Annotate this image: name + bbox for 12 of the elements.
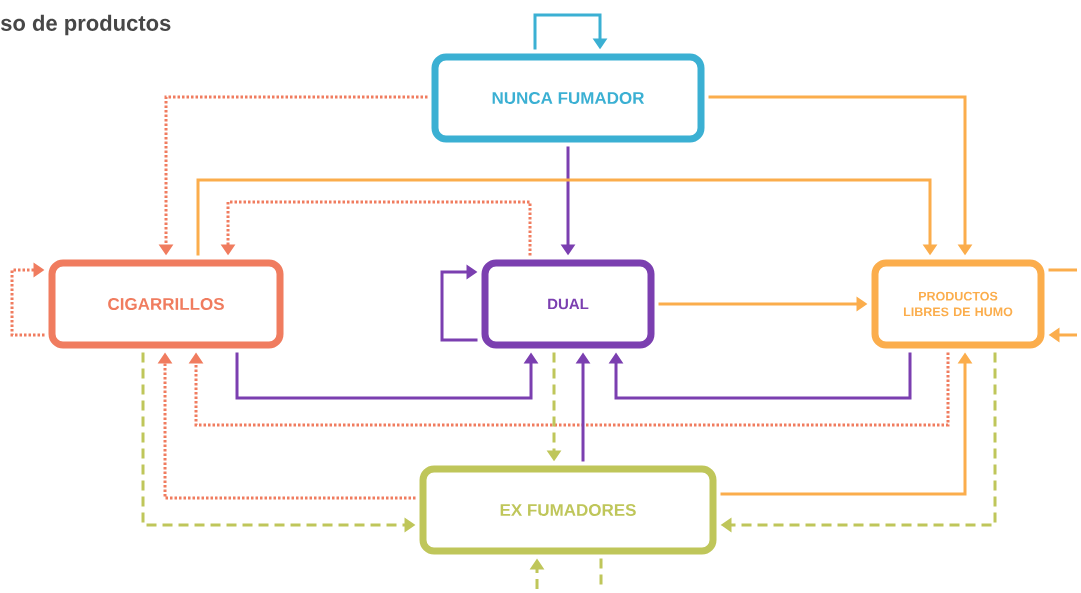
title: so de productos — [1, 14, 171, 36]
state-box: EX FUMADORES — [419, 465, 717, 555]
arrow — [533, 13, 608, 50]
arrow — [608, 352, 912, 400]
arrow — [188, 352, 950, 427]
arrow — [196, 178, 938, 256]
arrow — [440, 264, 478, 342]
arrow — [10, 262, 45, 337]
state-box: CIGARRILLOS — [48, 259, 284, 349]
state-box: NUNCA FUMADOR — [431, 53, 705, 143]
state-box: PRODUCTOS LIBRES DE HUMO — [871, 259, 1045, 349]
state-box: DUAL — [481, 259, 655, 349]
